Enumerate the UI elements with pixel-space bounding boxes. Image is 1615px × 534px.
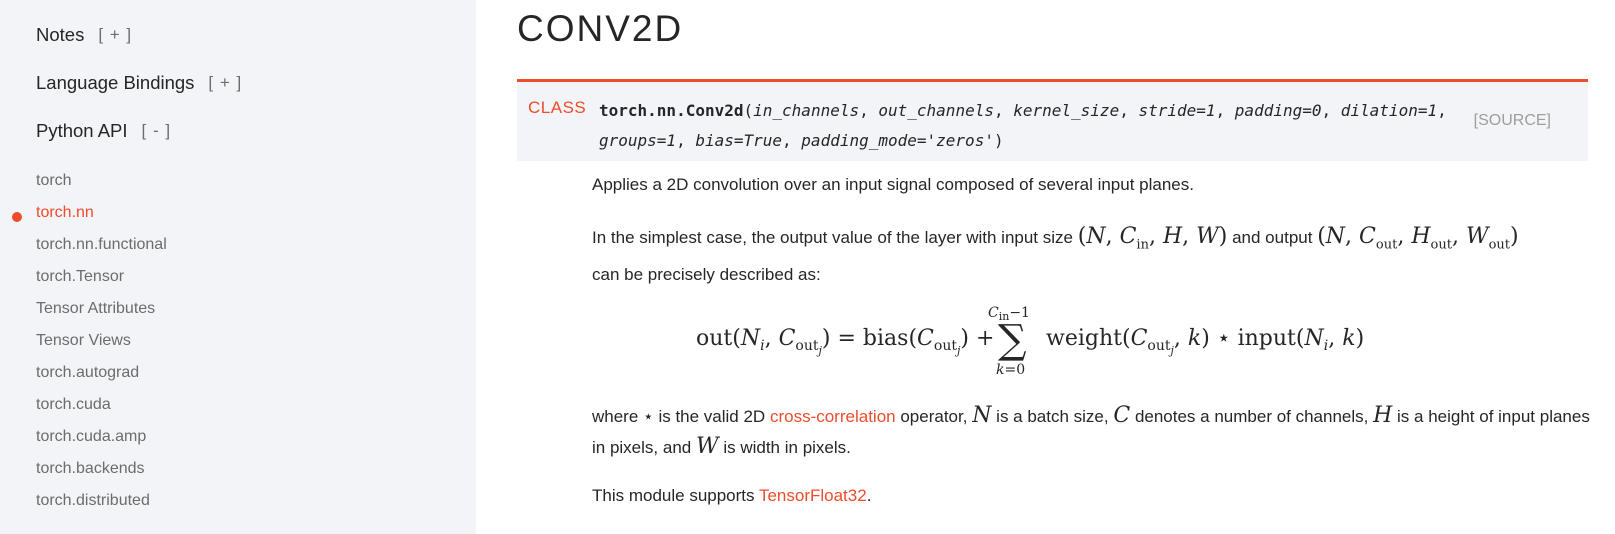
expand-toggle[interactable]: [ + ]: [208, 73, 243, 92]
sidebar-item-tensor-views[interactable]: Tensor Views: [36, 332, 131, 349]
paragraph-text: In the simplest case, the output value o…: [592, 228, 1073, 247]
paragraph-text: and output: [1232, 228, 1313, 247]
param: kernel_size: [1013, 101, 1120, 120]
sidebar-section-language-bindings[interactable]: Language Bindings [ + ]: [36, 72, 242, 94]
math-symbol: W: [695, 434, 719, 459]
paragraph-text: is a batch size,: [996, 407, 1109, 426]
paragraph-text: This module supports: [592, 486, 755, 505]
paragraph-text: denotes a number of channels,: [1134, 407, 1369, 426]
sidebar-item-torch-nn-functional[interactable]: torch.nn.functional: [36, 236, 167, 253]
paragraph-tf32: This module supports TensorFloat32.: [592, 481, 1592, 511]
sidebar-item-torch-backends[interactable]: torch.backends: [36, 460, 145, 477]
param: out_channels: [878, 101, 994, 120]
convolution-equation: out(Ni, Coutj) = bias(Coutj) + ∑ Cin−1 k…: [696, 305, 1364, 378]
svg-text:Cin−1: Cin−1: [988, 305, 1030, 323]
svg-text:k=0: k=0: [996, 362, 1025, 378]
sidebar-section-notes[interactable]: Notes [ + ]: [36, 24, 132, 46]
sidebar-item-torch-nn[interactable]: torch.nn: [36, 204, 94, 221]
class-label: CLASS: [528, 98, 587, 117]
star-operator: ⋆: [643, 407, 654, 426]
math-symbol: H: [1373, 403, 1393, 428]
sidebar-item-torch-cuda-amp[interactable]: torch.cuda.amp: [36, 428, 147, 445]
expand-toggle[interactable]: [ + ]: [98, 25, 133, 44]
svg-text:out(Ni, Coutj) = bias(Coutj) +: out(Ni, Coutj) = bias(Coutj) +: [696, 326, 994, 357]
close-paren: ): [993, 131, 1004, 150]
open-paren: (: [743, 101, 754, 120]
paragraph-text: is the valid 2D: [658, 407, 766, 426]
source-link[interactable]: [SOURCE]: [1473, 112, 1551, 129]
main-content: CONV2D CLASS torch.nn.Conv2d(in_channels…: [476, 0, 1615, 534]
class-signature: torch.nn.Conv2d(in_channels, out_channel…: [599, 101, 1447, 150]
active-indicator-dot: [12, 212, 22, 222]
section-label: Python API: [36, 120, 128, 141]
section-label: Language Bindings: [36, 72, 195, 93]
sidebar-item-torch-autograd[interactable]: torch.autograd: [36, 364, 140, 381]
param: stride=1: [1138, 101, 1216, 120]
paragraph-text: is width in pixels.: [723, 438, 851, 457]
paragraph-text: operator,: [900, 407, 968, 426]
param: padding_mode='zeros': [801, 131, 994, 150]
paragraph-output-size: In the simplest case, the output value o…: [592, 222, 1592, 290]
collapse-toggle[interactable]: [ - ]: [141, 121, 172, 140]
math-input-size: (N, Cin, H, W): [1077, 224, 1228, 253]
tensorfloat32-link[interactable]: TensorFloat32: [758, 486, 867, 505]
paragraph-text: .: [866, 486, 872, 505]
sidebar-item-torch[interactable]: torch: [36, 172, 72, 189]
sidebar-item-tensor-attributes[interactable]: Tensor Attributes: [36, 300, 156, 317]
sidebar-section-python-api[interactable]: Python API [ - ]: [36, 120, 171, 142]
paragraph-text: where: [592, 407, 639, 426]
class-name: torch.nn.Conv2d: [599, 101, 744, 120]
section-label: Notes: [36, 24, 85, 45]
param: dilation=1: [1340, 101, 1438, 120]
description: Applies a 2D convolution over an input s…: [592, 175, 1194, 194]
class-signature-box: CLASS torch.nn.Conv2d(in_channels, out_c…: [517, 79, 1588, 161]
param: groups=1: [599, 131, 677, 150]
math-symbol: C: [1113, 403, 1131, 428]
math-output-size: (N, Cout, Hout, Wout): [1317, 224, 1519, 253]
cross-correlation-link[interactable]: cross-correlation: [769, 407, 896, 426]
param: bias=True: [695, 131, 783, 150]
paragraph-where: where ⋆ is the valid 2D cross-correlatio…: [592, 401, 1592, 463]
paragraph-text: is a height of input planes in pixels, a…: [592, 407, 1590, 457]
svg-text:∑: ∑: [998, 317, 1027, 363]
svg-text:weight(Coutj, k) ⋆ input(Ni, k: weight(Coutj, k) ⋆ input(Ni, k): [1046, 326, 1364, 357]
sidebar: Notes [ + ] Language Bindings [ + ] Pyth…: [0, 0, 476, 534]
paragraph-text: can be precisely described as:: [592, 265, 821, 285]
page-title: CONV2D: [517, 8, 684, 49]
sidebar-item-torch-distributed[interactable]: torch.distributed: [36, 492, 150, 509]
param: padding=0: [1234, 101, 1322, 120]
param: in_channels: [753, 101, 860, 120]
sidebar-item-torch-cuda[interactable]: torch.cuda: [36, 396, 111, 413]
math-symbol: N: [972, 403, 992, 428]
sidebar-item-torch-tensor[interactable]: torch.Tensor: [36, 268, 125, 285]
